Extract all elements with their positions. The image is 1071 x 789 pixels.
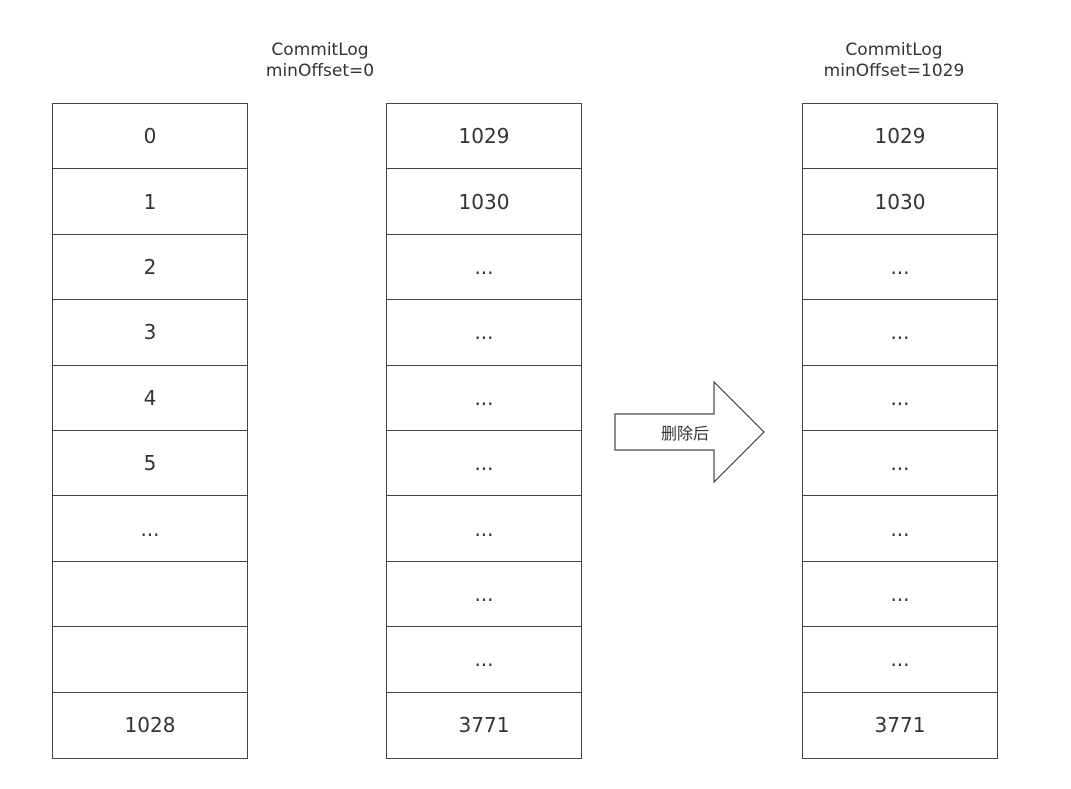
offset-cell: ... bbox=[387, 235, 581, 301]
commitlog-column-after-delete: 1029 1030 ... ... ... ... ... ... ... 37… bbox=[802, 103, 998, 759]
arrow-label: 删除后 bbox=[660, 424, 709, 443]
offset-cell: ... bbox=[803, 431, 997, 497]
commitlog-column-first-file: 0 1 2 3 4 5 ... 1028 bbox=[52, 103, 248, 759]
offset-cell: ... bbox=[803, 235, 997, 301]
offset-cell: 3 bbox=[53, 300, 247, 366]
offset-cell: ... bbox=[387, 431, 581, 497]
offset-cell: ... bbox=[53, 496, 247, 562]
offset-cell: 1030 bbox=[387, 169, 581, 235]
offset-cell: 1030 bbox=[803, 169, 997, 235]
offset-cell: 1028 bbox=[124, 713, 176, 738]
offset-cell: 3771 bbox=[458, 713, 510, 738]
offset-cell: ... bbox=[387, 562, 581, 628]
offset-cell: ... bbox=[803, 627, 997, 693]
offset-cell bbox=[53, 627, 247, 693]
offset-cell: ... bbox=[803, 562, 997, 628]
commitlog-column-second-file: 1029 1030 ... ... ... ... ... ... ... 37… bbox=[386, 103, 582, 759]
commitlog-caption-after: CommitLog minOffset=1029 bbox=[794, 40, 994, 82]
offset-cell: 3771 bbox=[874, 713, 926, 738]
offset-cell: ... bbox=[387, 366, 581, 431]
commitlog-caption-before: CommitLog minOffset=0 bbox=[220, 40, 420, 82]
caption-title: CommitLog bbox=[271, 40, 369, 60]
offset-cell: 5 bbox=[53, 431, 247, 497]
offset-cell: 2 bbox=[53, 235, 247, 301]
offset-cell bbox=[53, 562, 247, 628]
offset-cell: ... bbox=[387, 496, 581, 562]
offset-cell: ... bbox=[803, 366, 997, 431]
caption-min-offset: minOffset=0 bbox=[265, 61, 375, 81]
caption-min-offset: minOffset=1029 bbox=[823, 61, 965, 81]
right-arrow-icon bbox=[614, 381, 765, 483]
caption-title: CommitLog bbox=[845, 40, 943, 60]
offset-cell: ... bbox=[803, 300, 997, 366]
offset-cell: 4 bbox=[53, 366, 247, 431]
offset-cell: ... bbox=[387, 300, 581, 366]
offset-cell: 1029 bbox=[387, 104, 581, 170]
offset-cell: ... bbox=[387, 627, 581, 693]
offset-cell: ... bbox=[803, 496, 997, 562]
offset-cell: 0 bbox=[53, 104, 247, 170]
offset-cell: 1 bbox=[53, 169, 247, 235]
offset-cell: 1029 bbox=[803, 104, 997, 170]
